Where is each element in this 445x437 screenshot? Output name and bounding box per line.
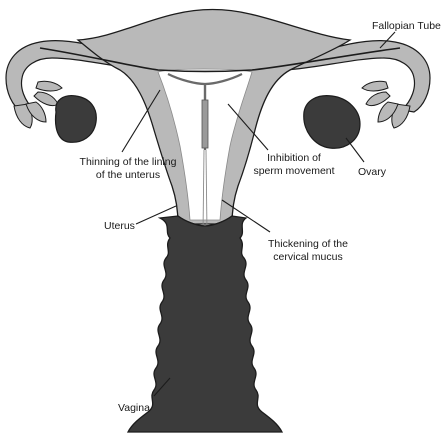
left-fimbriae — [13, 80, 63, 129]
label-thinning-line-1: Thinning of the lining — [79, 156, 177, 168]
iud-device — [167, 73, 243, 233]
left-ovary — [54, 95, 97, 143]
label-inhibition: Inhibition of sperm movement — [246, 152, 342, 178]
label-inhibition-line-2: sperm movement — [253, 165, 335, 177]
label-fallopian-tube: Fallopian Tube — [372, 20, 441, 32]
vagina — [126, 215, 284, 433]
right-fimbriae — [361, 80, 411, 129]
label-thinning-lining: Thinning of the lining of the unterus — [74, 156, 182, 182]
right-ovary — [303, 95, 361, 149]
label-vagina: Vagina — [118, 402, 150, 414]
label-thinning-line-2: of the unterus — [95, 169, 161, 181]
label-ovary: Ovary — [358, 166, 387, 178]
label-thickening-line-1: Thickening of the — [268, 238, 348, 250]
label-thickening-line-2: cervical mucus — [273, 251, 343, 263]
label-inhibition-line-1: Inhibition of — [267, 152, 321, 164]
tube-junction-line — [39, 47, 401, 73]
leader-lines — [121, 31, 396, 397]
label-thickening: Thickening of the cervical mucus — [256, 238, 360, 264]
label-uterus: Uterus — [104, 220, 135, 232]
